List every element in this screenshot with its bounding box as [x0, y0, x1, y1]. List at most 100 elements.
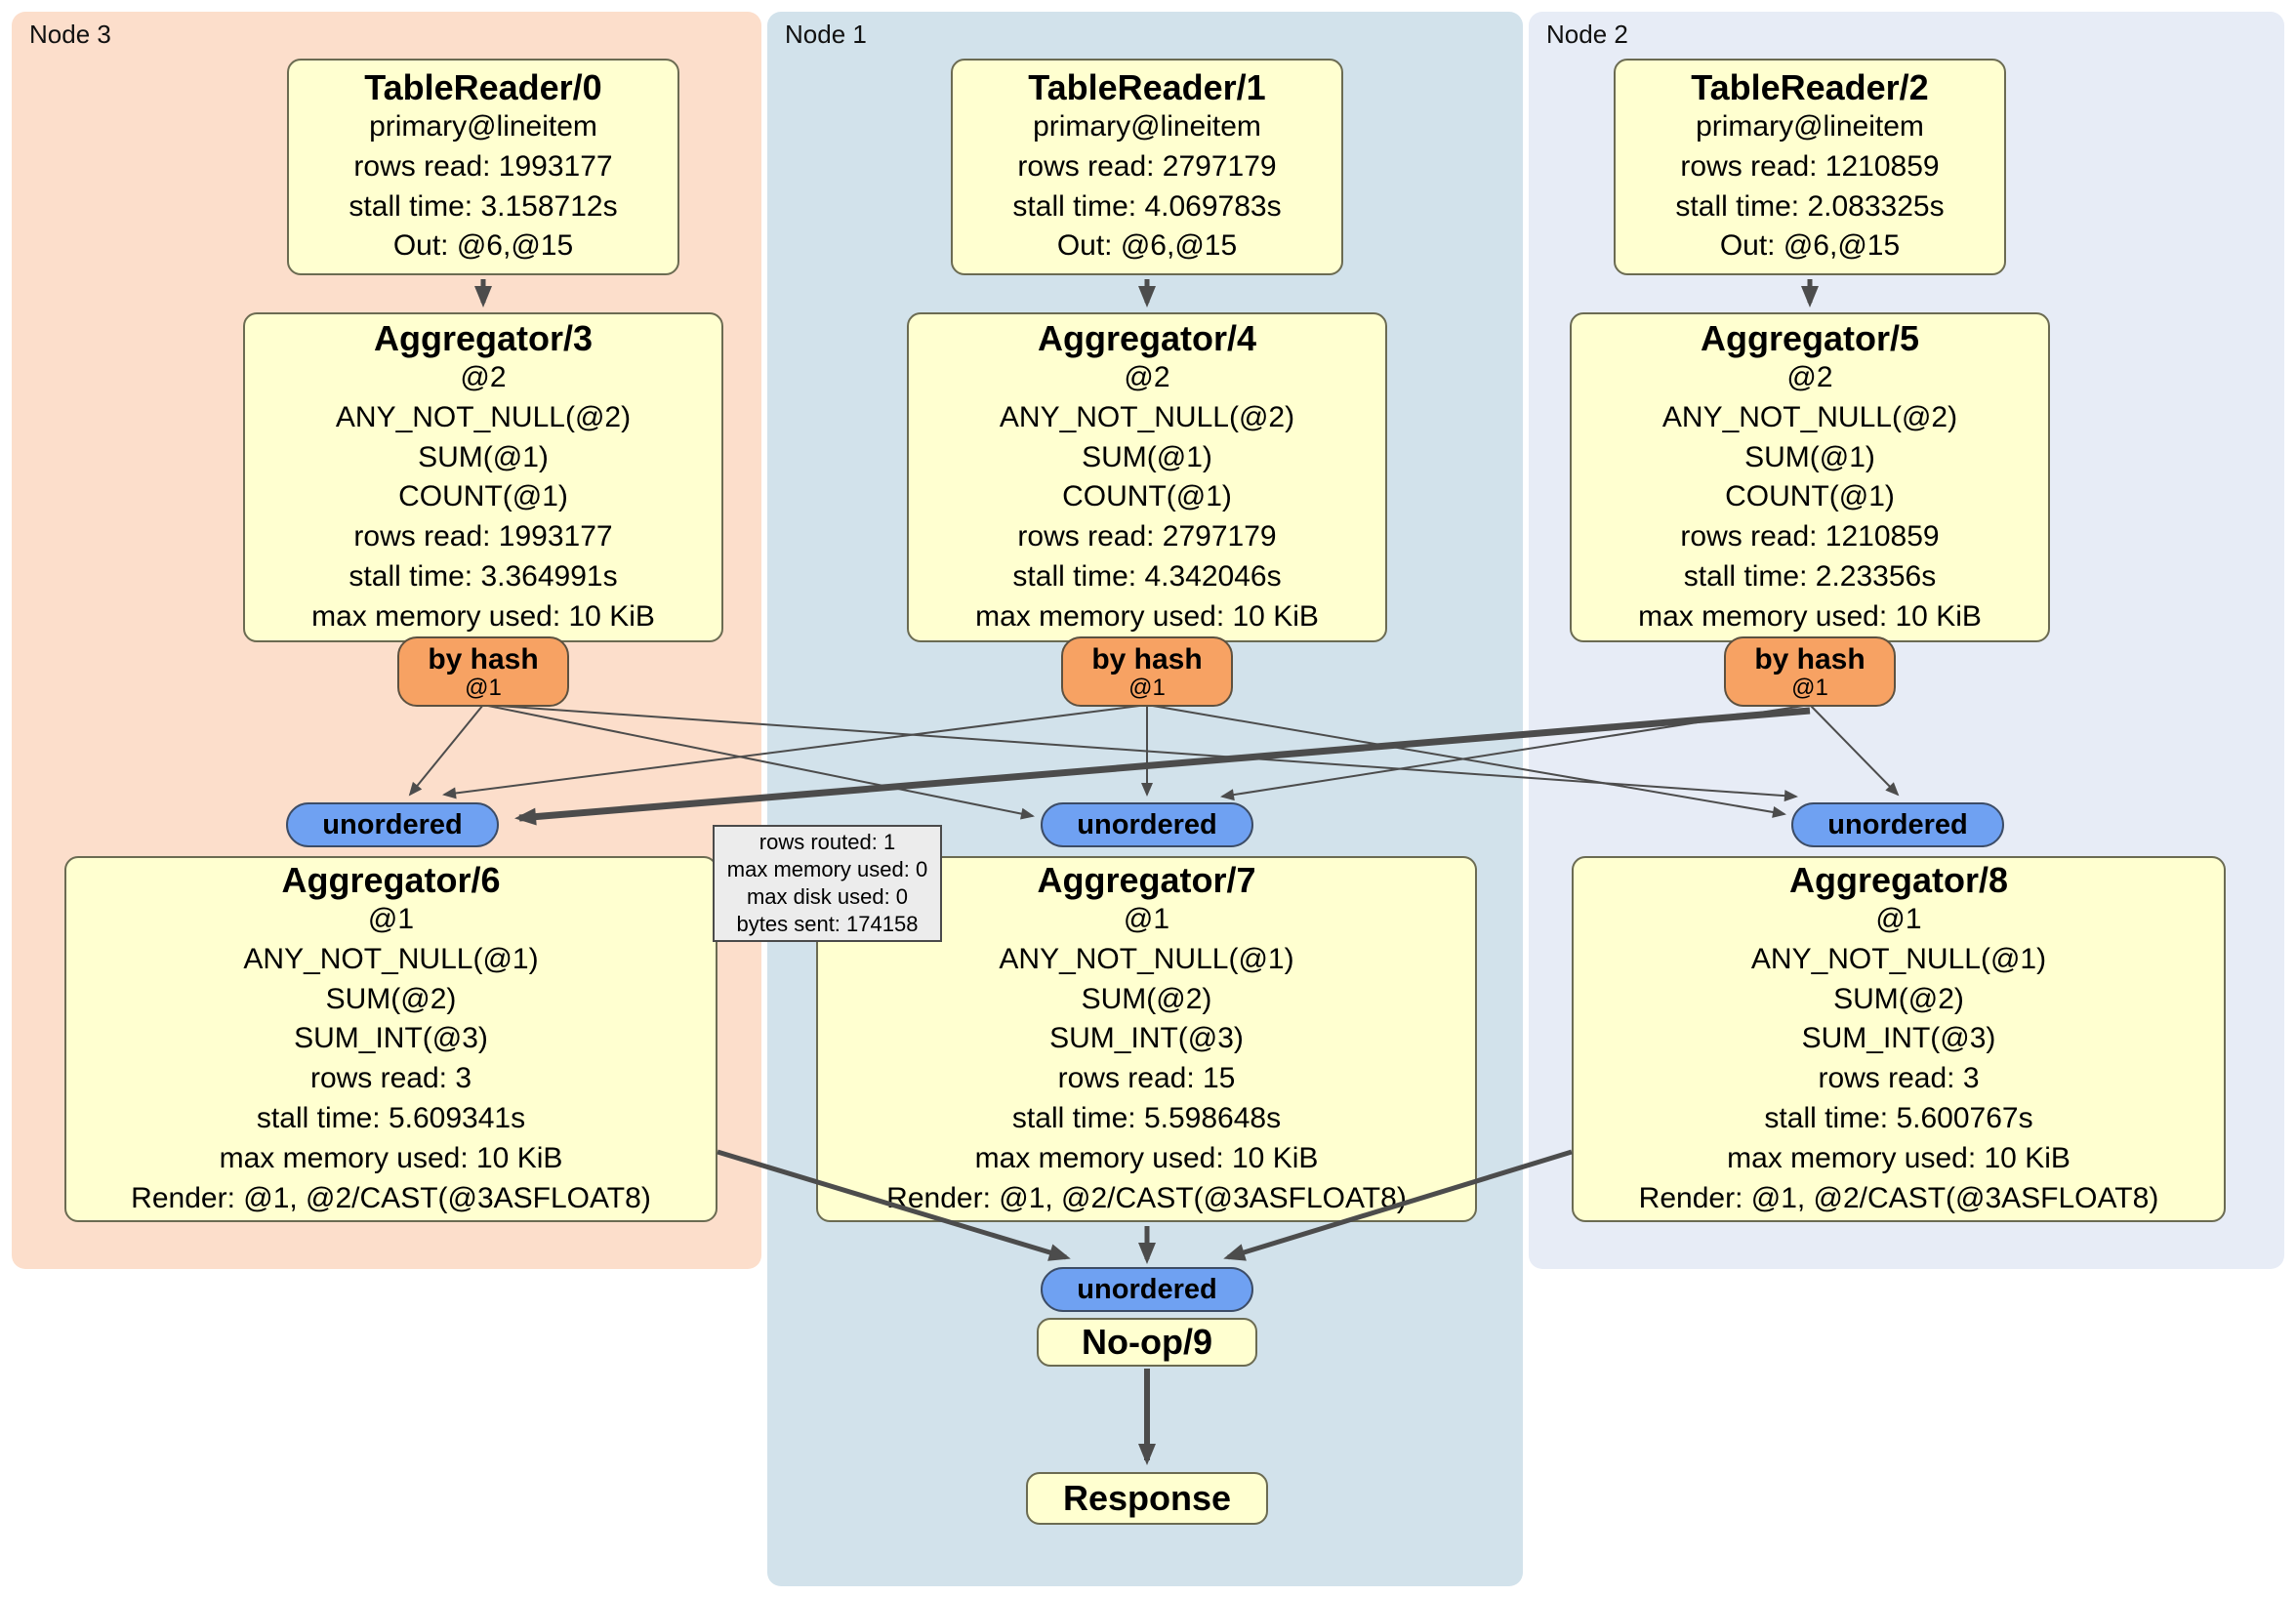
box-title: Aggregator/8 — [1788, 859, 2009, 900]
box-line: ANY_NOT_NULL(@2) — [335, 400, 632, 433]
box-line: Out: @6,@15 — [1719, 229, 1901, 263]
box-line: max memory used: 10 KiB — [1638, 599, 1982, 633]
box-line: Out: @6,@15 — [392, 229, 574, 263]
box-line: stall time: 3.158712s — [348, 189, 618, 223]
aggregator-6-box: Aggregator/6 @1 ANY_NOT_NULL(@1) SUM(@2)… — [64, 856, 718, 1222]
router-sub: @1 — [465, 674, 502, 701]
box-line: @1 — [1123, 903, 1170, 936]
box-line: max memory used: 10 KiB — [311, 599, 655, 633]
tooltip-line: rows routed: 1 — [758, 830, 896, 855]
box-line: max memory used: 10 KiB — [1727, 1141, 2070, 1174]
box-line: primary@lineitem — [1696, 110, 1924, 143]
box-title: Aggregator/6 — [281, 859, 501, 900]
tablereader-2-box: TableReader/2 primary@lineitem rows read… — [1614, 59, 2006, 275]
box-line: SUM_INT(@3) — [1801, 1022, 1996, 1055]
box-line: ANY_NOT_NULL(@2) — [1661, 400, 1958, 433]
box-line: SUM(@1) — [418, 440, 549, 473]
box-title: TableReader/2 — [1691, 66, 1929, 107]
box-title: Aggregator/3 — [373, 317, 594, 358]
box-line: COUNT(@1) — [1725, 480, 1895, 513]
final-unordered-sync[interactable]: unordered — [1041, 1267, 1253, 1312]
unordered-sync-node2[interactable]: unordered — [1791, 802, 2004, 847]
node1-label: Node 1 — [785, 20, 867, 49]
edge-tooltip: rows routed: 1 max memory used: 0 max di… — [713, 825, 942, 942]
box-line: rows read: 1993177 — [353, 149, 613, 183]
tooltip-line: max disk used: 0 — [746, 884, 909, 909]
box-line: Render: @1, @2/CAST(@3ASFLOAT8) — [886, 1181, 1407, 1214]
unordered-sync-node1[interactable]: unordered — [1041, 802, 1253, 847]
tablereader-1-box: TableReader/1 primary@lineitem rows read… — [951, 59, 1343, 275]
by-hash-router-node1[interactable]: by hash @1 — [1061, 636, 1233, 707]
router-sub: @1 — [1791, 674, 1828, 701]
box-line: SUM(@1) — [1744, 440, 1875, 473]
tooltip-line: bytes sent: 174158 — [736, 911, 919, 936]
box-line: ANY_NOT_NULL(@2) — [999, 400, 1295, 433]
box-line: SUM(@2) — [1833, 982, 1964, 1015]
box-line: stall time: 5.598648s — [1011, 1102, 1282, 1134]
box-line: COUNT(@1) — [1062, 480, 1232, 513]
box-title: Aggregator/5 — [1700, 317, 1920, 358]
aggregator-4-box: Aggregator/4 @2 ANY_NOT_NULL(@2) SUM(@1)… — [907, 312, 1387, 642]
box-line: stall time: 2.083325s — [1675, 189, 1945, 223]
box-line: @1 — [1875, 903, 1922, 936]
sync-label: unordered — [1077, 808, 1217, 840]
box-line: Render: @1, @2/CAST(@3ASFLOAT8) — [131, 1181, 651, 1214]
by-hash-router-node2[interactable]: by hash @1 — [1724, 636, 1896, 707]
box-line: ANY_NOT_NULL(@1) — [999, 942, 1294, 975]
box-line: stall time: 5.609341s — [256, 1102, 526, 1134]
box-line: SUM(@2) — [1081, 982, 1212, 1015]
box-line: SUM(@2) — [325, 982, 457, 1015]
tooltip-line: max memory used: 0 — [726, 857, 928, 882]
box-line: @2 — [1786, 360, 1833, 393]
box-line: SUM_INT(@3) — [294, 1022, 488, 1055]
box-line: Render: @1, @2/CAST(@3ASFLOAT8) — [1638, 1181, 2159, 1214]
router-label: by hash — [1754, 642, 1866, 676]
box-title: TableReader/0 — [364, 66, 602, 107]
box-line: rows read: 1210859 — [1680, 149, 1940, 183]
router-label: by hash — [1091, 642, 1203, 676]
box-line: stall time: 4.342046s — [1012, 559, 1282, 593]
box-title: Aggregator/4 — [1037, 317, 1257, 358]
sync-label: unordered — [1827, 808, 1968, 840]
box-line: @2 — [1124, 360, 1170, 393]
sync-label: unordered — [322, 808, 463, 840]
box-line: SUM_INT(@3) — [1049, 1022, 1244, 1055]
box-title: No-op/9 — [1082, 1322, 1212, 1363]
box-line: rows read: 1993177 — [353, 520, 613, 553]
box-line: rows read: 3 — [309, 1062, 472, 1095]
box-line: SUM(@1) — [1082, 440, 1212, 473]
box-line: rows read: 3 — [1818, 1062, 1980, 1095]
box-title: Response — [1062, 1478, 1232, 1519]
box-line: primary@lineitem — [369, 110, 597, 143]
box-line: max memory used: 10 KiB — [219, 1141, 563, 1174]
box-line: COUNT(@1) — [398, 480, 568, 513]
box-line: rows read: 15 — [1057, 1062, 1236, 1095]
box-line: max memory used: 10 KiB — [975, 599, 1319, 633]
by-hash-router-node3[interactable]: by hash @1 — [397, 636, 569, 707]
box-title: Aggregator/7 — [1037, 859, 1256, 900]
box-line: ANY_NOT_NULL(@1) — [1750, 942, 2047, 975]
node3-label: Node 3 — [29, 20, 111, 49]
box-title: TableReader/1 — [1028, 66, 1266, 107]
box-line: rows read: 2797179 — [1017, 149, 1277, 183]
noop-box: No-op/9 — [1037, 1318, 1257, 1367]
tablereader-0-box: TableReader/0 primary@lineitem rows read… — [287, 59, 679, 275]
box-line: @1 — [367, 903, 415, 936]
router-label: by hash — [428, 642, 539, 676]
unordered-sync-node3[interactable]: unordered — [286, 802, 499, 847]
box-line: rows read: 1210859 — [1680, 520, 1940, 553]
box-line: stall time: 4.069783s — [1012, 189, 1282, 223]
box-line: @2 — [460, 360, 507, 393]
router-sub: @1 — [1128, 674, 1166, 701]
box-line: max memory used: 10 KiB — [974, 1141, 1319, 1174]
aggregator-8-box: Aggregator/8 @1 ANY_NOT_NULL(@1) SUM(@2)… — [1572, 856, 2226, 1222]
box-line: Out: @6,@15 — [1056, 229, 1238, 263]
box-line: stall time: 2.23356s — [1683, 559, 1937, 593]
box-line: rows read: 2797179 — [1017, 520, 1277, 553]
box-line: ANY_NOT_NULL(@1) — [243, 942, 539, 975]
aggregator-5-box: Aggregator/5 @2 ANY_NOT_NULL(@2) SUM(@1)… — [1570, 312, 2050, 642]
box-line: stall time: 5.600767s — [1764, 1102, 2033, 1134]
box-line: stall time: 3.364991s — [348, 559, 618, 593]
node2-label: Node 2 — [1546, 20, 1628, 49]
